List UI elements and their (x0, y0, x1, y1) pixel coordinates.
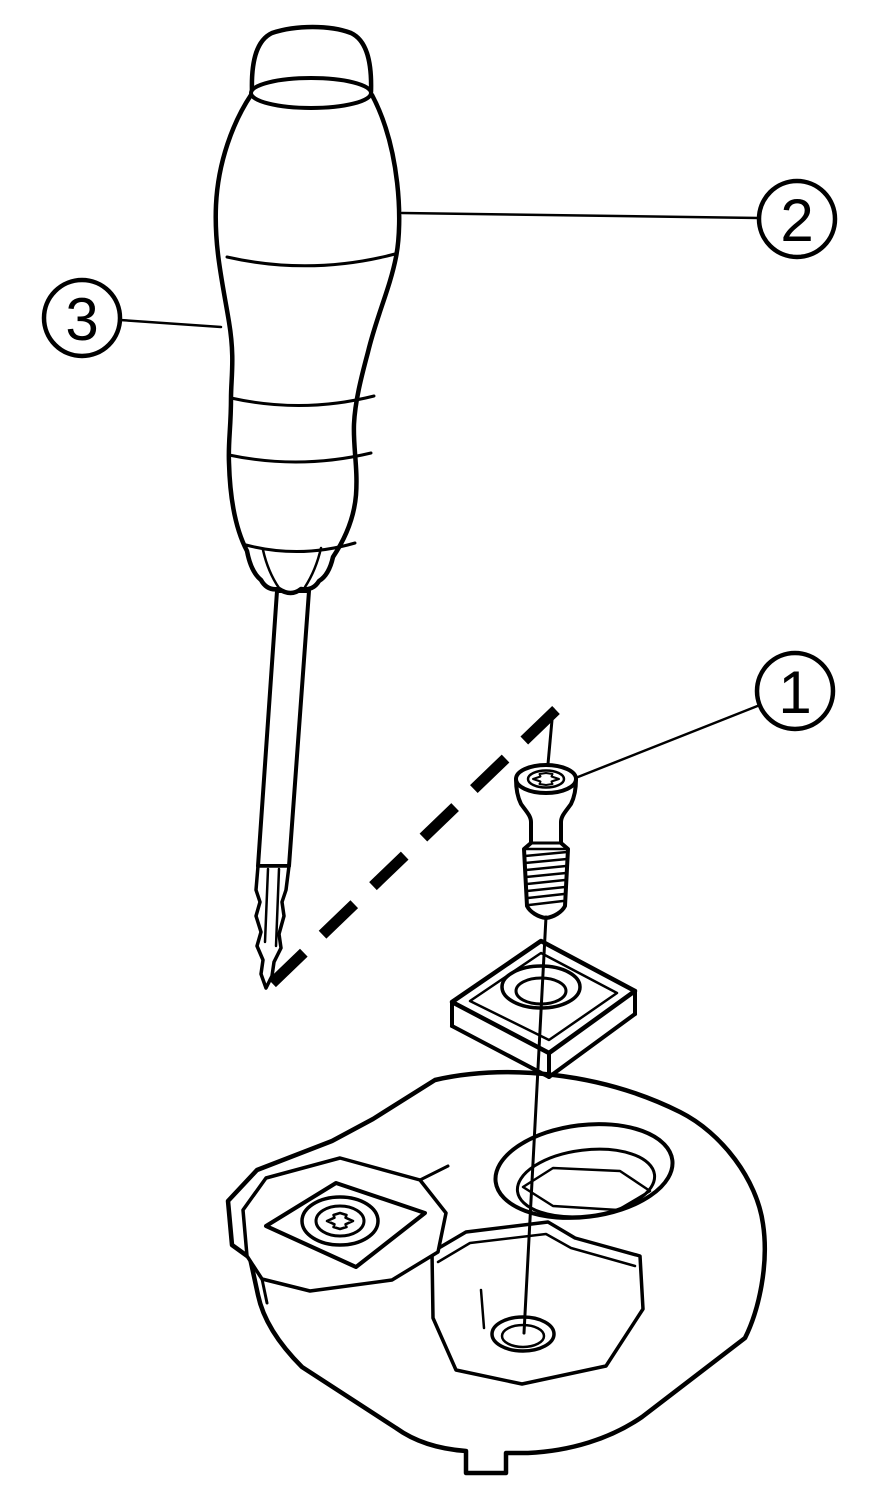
screwdriver-torx-tip (254, 864, 291, 990)
screwdriver-handle (213, 24, 402, 596)
callout-2: 2 (400, 178, 838, 260)
diagram-root: 2 3 1 (41, 24, 838, 1476)
mounted-insert-assembly (241, 1156, 450, 1305)
callout-3: 3 (41, 277, 223, 359)
screw-thread-hatching (523, 850, 569, 907)
handle-top-cap (249, 24, 374, 95)
mounted-screw-torx-recess-icon (325, 1211, 355, 1231)
screw-head-top (514, 763, 578, 795)
handle-cap-joint (249, 76, 373, 110)
callout-2-leader-line (400, 211, 761, 220)
screwdriver-shaft (256, 589, 311, 868)
callout-1: 1 (576, 650, 836, 779)
motion-dashed-line (260, 706, 560, 995)
cartridge-body (225, 1070, 768, 1476)
insert-pocket (430, 1220, 645, 1386)
callout-1-leader-line (576, 703, 762, 779)
center-axis-line-upper (546, 707, 555, 766)
counterbore-hole (493, 1122, 675, 1220)
callout-3-leader-line (118, 318, 223, 329)
center-axis-line-lower (522, 915, 548, 1335)
clamp-screw (514, 763, 578, 920)
callout-3-circle (41, 277, 123, 359)
callout-1-label: 1 (778, 659, 811, 726)
screwdriver (213, 24, 402, 990)
callout-2-circle (756, 178, 838, 260)
mounted-insert-screw (300, 1195, 380, 1247)
callout-1-circle (754, 650, 836, 732)
callout-3-label: 3 (65, 286, 98, 353)
callout-2-label: 2 (780, 187, 813, 254)
screw-torx-recess-icon (532, 772, 560, 786)
